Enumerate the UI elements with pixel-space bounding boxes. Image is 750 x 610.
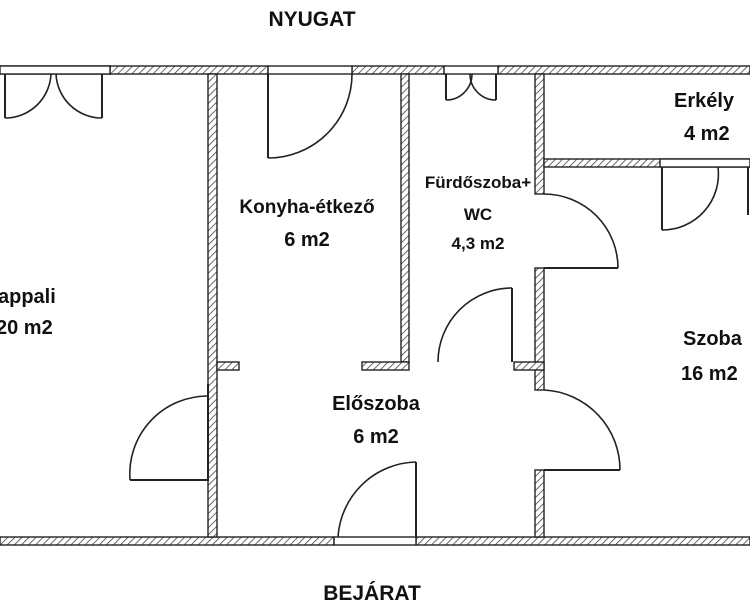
wall-top-mid2 (351, 65, 445, 75)
wall-eloszoba-right (513, 361, 545, 371)
wall-nappali-konyha (207, 73, 218, 538)
doors (128, 73, 621, 538)
door-nappali-arc (128, 395, 209, 481)
room-szoba-name: Szoba (683, 328, 743, 350)
door-furdo-arc (437, 287, 513, 363)
door-entrance-arc (337, 461, 417, 538)
room-erkely-area: 4 m2 (684, 123, 730, 145)
window-konyha (267, 65, 353, 75)
wall-konyha-furdo (400, 73, 410, 363)
wall-bottom-right (415, 536, 750, 546)
room-furdo-name: Fürdőszoba+ (425, 173, 531, 192)
door-szoba-lower-arc (543, 389, 621, 471)
room-furdo-area: 4,3 m2 (452, 234, 505, 253)
compass-bottom-label: BEJÁRAT (323, 582, 421, 605)
room-konyha-name: Konyha-étkező (239, 197, 374, 218)
wall-furdo-szoba (534, 73, 545, 195)
room-eloszoba-name: Előszoba (332, 393, 421, 415)
window-nappali (0, 65, 111, 75)
outer-walls (0, 65, 750, 546)
window-furdo (443, 65, 499, 75)
wall-eloszoba-left (216, 361, 240, 371)
window-entrance (333, 536, 417, 546)
door-nappali-leaf (130, 384, 209, 481)
room-szoba-area: 16 m2 (681, 363, 738, 385)
wall-top-right (497, 65, 750, 75)
window-szoba (659, 158, 750, 168)
wall-erkely-bottom (543, 158, 750, 168)
wall-bottom-left (0, 536, 335, 546)
room-nappali-area: 20 m2 (0, 317, 53, 339)
wall-szoba-left-bottom (534, 469, 545, 538)
room-konyha-area: 6 m2 (284, 229, 330, 251)
room-nappali-name: appali (0, 286, 56, 308)
room-eloszoba-area: 6 m2 (353, 426, 399, 448)
wall-eloszoba-mid (361, 361, 410, 371)
wall-top-mid (109, 65, 269, 75)
window-swings (4, 73, 749, 231)
room-erkely-name: Erkély (674, 90, 735, 112)
room-furdo-name2: WC (464, 205, 492, 224)
interior-walls (207, 73, 750, 538)
door-konyha-arc (267, 73, 353, 159)
door-szoba-upper-arc (543, 193, 619, 269)
wall-szoba-left-lower (534, 267, 545, 391)
windows (0, 65, 750, 546)
compass-top-label: NYUGAT (268, 8, 355, 31)
